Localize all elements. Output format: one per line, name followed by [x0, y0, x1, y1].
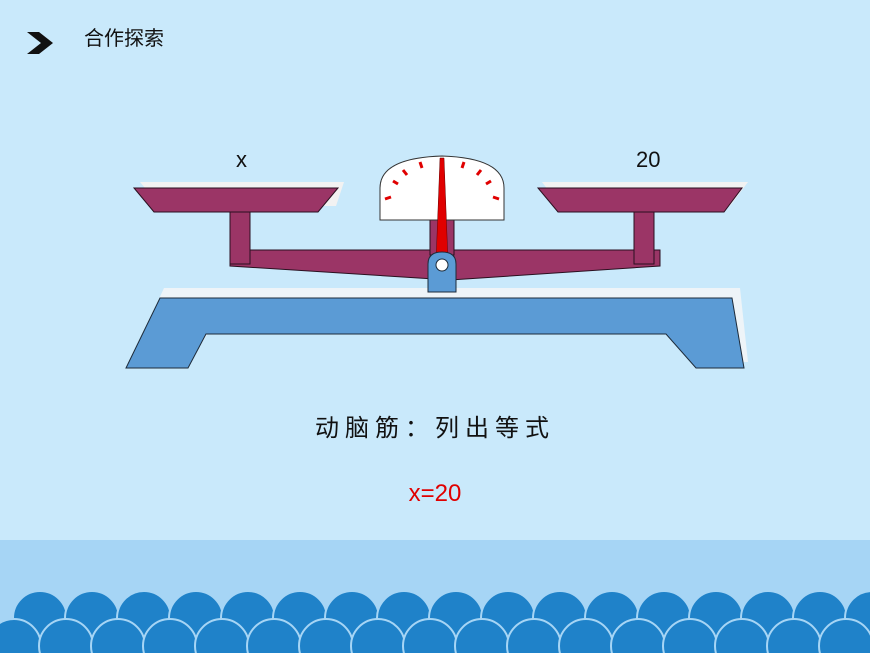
pivot-pin [435, 258, 449, 272]
section-title: 合作探索 [84, 26, 164, 50]
right-pan-post [633, 209, 655, 265]
wave-decoration [0, 540, 870, 653]
wave-row-front [0, 618, 870, 653]
pivot-block [427, 251, 457, 293]
chevron-right-icon [27, 32, 53, 54]
wave-crest [818, 618, 870, 653]
answer-text: x=20 [408, 480, 462, 507]
left-pan-post [229, 209, 251, 265]
balance-scale-icon [125, 155, 748, 369]
scale-base [125, 297, 745, 369]
right-pan-label: 20 [636, 147, 661, 172]
left-pan-label: x [236, 147, 247, 172]
left-pan [132, 187, 340, 213]
right-pan [536, 187, 743, 213]
hint-text: 动脑筋：列出等式 [315, 414, 555, 442]
